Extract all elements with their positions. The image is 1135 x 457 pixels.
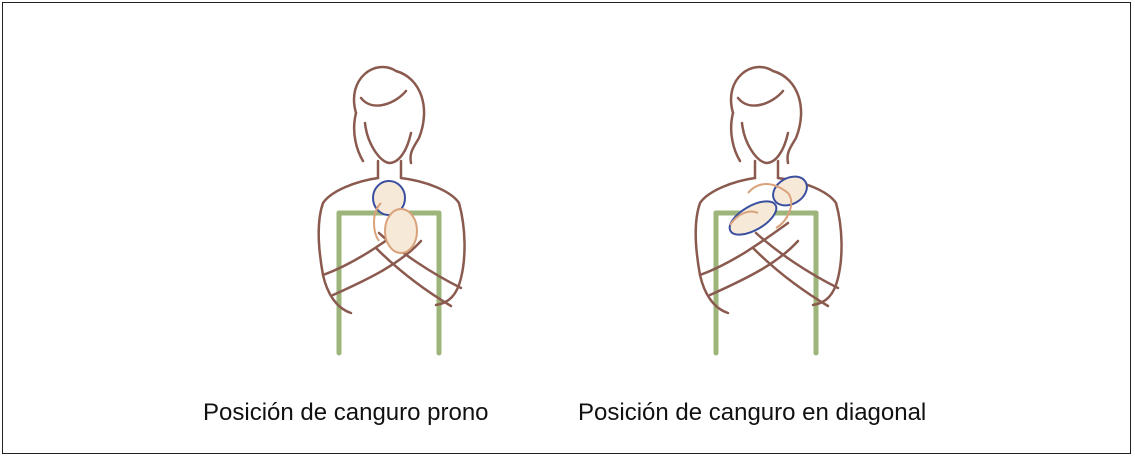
- chair: [713, 210, 819, 356]
- illustration-prone: [261, 63, 501, 363]
- caption-prone: Posición de canguro prono: [203, 399, 489, 426]
- mother-head: [694, 65, 843, 315]
- baby: [372, 180, 418, 254]
- mother-arms: [698, 221, 840, 308]
- mother-head: [317, 65, 466, 315]
- illustration-diagonal: [638, 63, 878, 363]
- mother-prone-drawing: [317, 65, 466, 356]
- baby: [728, 175, 808, 236]
- mother-diagonal-drawing: [694, 65, 843, 356]
- caption-diagonal: Posición de canguro en diagonal: [578, 399, 927, 426]
